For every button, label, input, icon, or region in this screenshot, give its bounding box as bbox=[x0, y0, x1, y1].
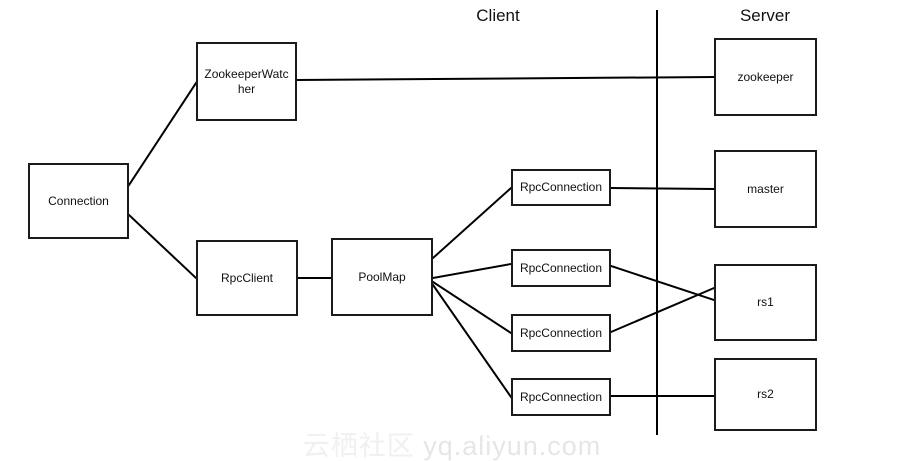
edge-poolmap-to-rpcconn4 bbox=[431, 283, 513, 399]
edge-poolmap-to-rpcconn2 bbox=[431, 262, 513, 280]
node-zookeeperwatcher[interactable]: ZookeeperWatcher bbox=[196, 42, 297, 121]
node-label-rpcconn2: RpcConnection bbox=[519, 260, 603, 275]
node-label-connection: Connection bbox=[48, 193, 109, 208]
node-zookeeper[interactable]: zookeeper bbox=[714, 38, 817, 116]
watermark: 云栖社区 yq.aliyun.com bbox=[0, 424, 904, 461]
node-label-rpcconn3: RpcConnection bbox=[519, 325, 603, 340]
node-rpcconn3[interactable]: RpcConnection bbox=[511, 314, 611, 352]
edge-poolmap-to-rpcconn3 bbox=[431, 280, 513, 335]
node-connection[interactable]: Connection bbox=[28, 163, 129, 239]
edge-group bbox=[127, 75, 716, 399]
edge-connection-to-rpcclient bbox=[127, 213, 198, 280]
edge-connection-to-zookeeperwatcher bbox=[127, 81, 198, 187]
node-rpcconn1[interactable]: RpcConnection bbox=[511, 169, 611, 206]
zone-label-server: Server bbox=[739, 6, 791, 25]
node-rpcconn4[interactable]: RpcConnection bbox=[511, 378, 611, 416]
watermark-cn-text: 云栖社区 bbox=[302, 431, 415, 461]
node-rs2[interactable]: rs2 bbox=[714, 358, 817, 431]
node-label-rpcconn1: RpcConnection bbox=[519, 180, 603, 194]
node-label-zookeeper: zookeeper bbox=[737, 69, 794, 84]
edge-poolmap-to-rpcconn1 bbox=[431, 186, 513, 260]
node-label-master: master bbox=[747, 181, 784, 196]
node-rpcclient[interactable]: RpcClient bbox=[196, 240, 298, 316]
node-label-zookeeperwatcher: ZookeeperWatcher bbox=[204, 66, 289, 96]
node-poolmap[interactable]: PoolMap bbox=[331, 238, 433, 316]
node-master[interactable]: master bbox=[714, 150, 817, 228]
edge-rpcconn3-to-rs1 bbox=[609, 286, 716, 334]
node-label-poolmap: PoolMap bbox=[358, 269, 406, 284]
edge-rpcconn1-to-master bbox=[609, 186, 716, 191]
edge-zookeeperwatcher-to-zookeeper bbox=[295, 75, 716, 82]
node-label-rpcclient: RpcClient bbox=[220, 270, 274, 285]
node-label-rpcconn4: RpcConnection bbox=[519, 389, 603, 404]
node-label-rs2: rs2 bbox=[757, 387, 774, 401]
node-rs1[interactable]: rs1 bbox=[714, 264, 817, 341]
node-rpcconn2[interactable]: RpcConnection bbox=[511, 249, 611, 287]
watermark-en-text: yq.aliyun.com bbox=[423, 431, 602, 461]
node-label-rs1: rs1 bbox=[757, 295, 774, 309]
zone-label-client: Client bbox=[476, 6, 520, 25]
